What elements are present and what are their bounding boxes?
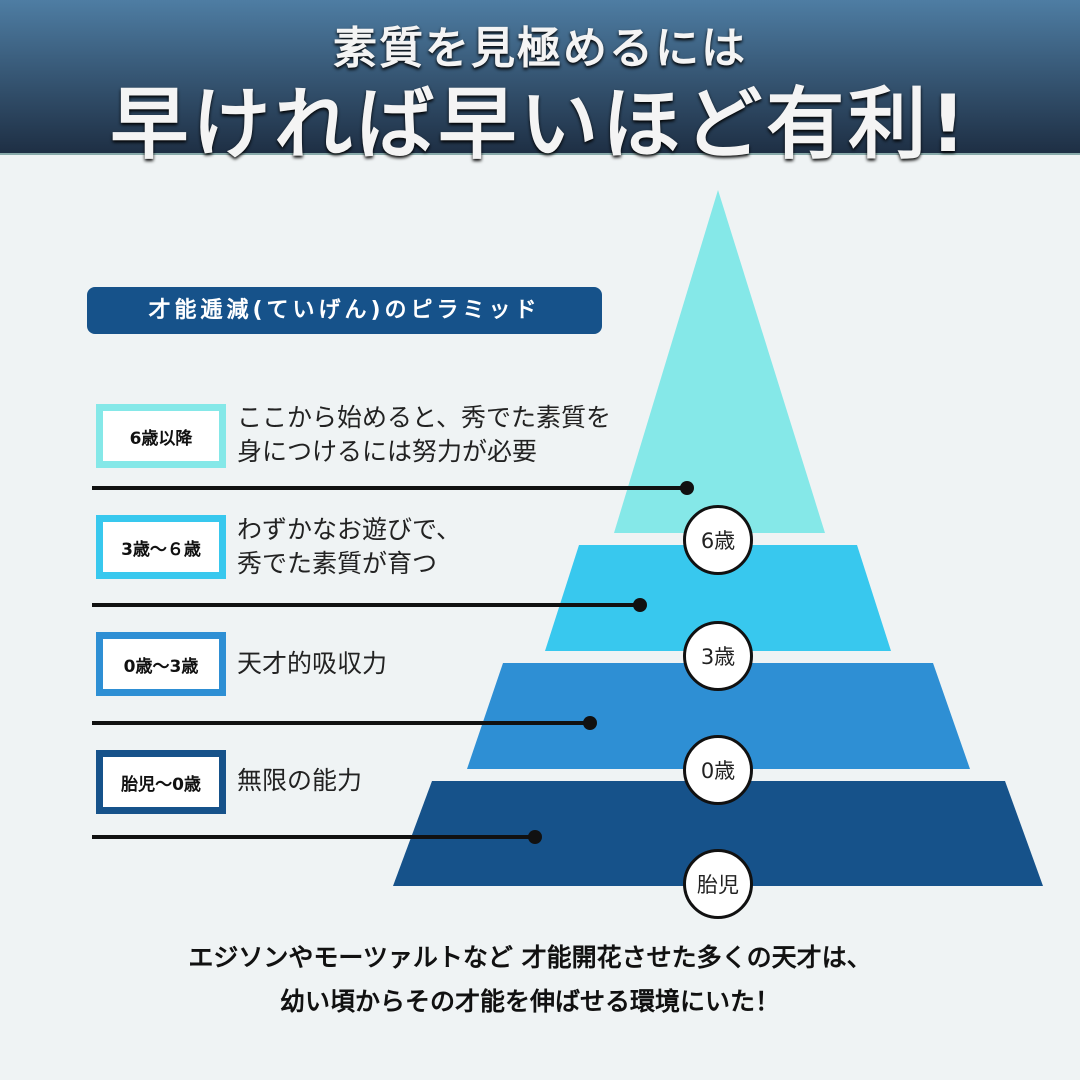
age-marker-6: 6歳 <box>683 505 753 575</box>
pyramid-tier-6-plus <box>614 190 825 533</box>
header-title: 早ければ早いほど有利! <box>110 80 970 170</box>
connector-dot <box>583 716 597 730</box>
desc-line: 身につけるには努力が必要 <box>237 437 538 466</box>
pyramid-tier-fetal <box>393 781 1043 886</box>
desc-line: わずかなお遊びで、 <box>237 515 462 544</box>
age-marker-fetal: 胎児 <box>683 849 753 919</box>
connector-dot <box>528 830 542 844</box>
footer-line-1: エジソンやモーツァルトなど 才能開花させた多くの天才は、 <box>188 943 872 972</box>
tier-description: 無限の能力 <box>237 766 363 795</box>
age-tag-6-plus: 6歳以降 <box>96 404 226 468</box>
footer-line-2: 幼い頃からその才能を伸ばせる環境にいた！ <box>279 987 780 1016</box>
age-marker-3: 3歳 <box>683 621 753 691</box>
header-subtitle: 素質を見極めるには <box>333 23 747 74</box>
age-tag-0-3: 0歳〜3歳 <box>96 632 226 696</box>
tier-description: 天才的吸収力 <box>237 649 388 678</box>
tier-description: ここから始めると、秀でた素質を身につけるには努力が必要 <box>237 401 611 469</box>
tier-description: わずかなお遊びで、秀でた素質が育つ <box>237 513 461 581</box>
desc-line: 秀でた素質が育つ <box>237 549 438 578</box>
age-marker-0: 0歳 <box>683 735 753 805</box>
connector-dot <box>680 481 694 495</box>
pyramid-tier-3-6 <box>545 545 891 651</box>
age-tag-3-6: 3歳〜６歳 <box>96 515 226 579</box>
pyramid-title: 才能逓減(ていげん)のピラミッド <box>87 287 602 334</box>
connector-dot <box>633 598 647 612</box>
desc-line: ここから始めると、秀でた素質を <box>237 403 612 432</box>
header-banner: 素質を見極めるには 早ければ早いほど有利! <box>0 0 1080 170</box>
pyramid-tier-0-3 <box>467 663 970 769</box>
age-tag-fetal: 胎児〜0歳 <box>96 750 226 814</box>
